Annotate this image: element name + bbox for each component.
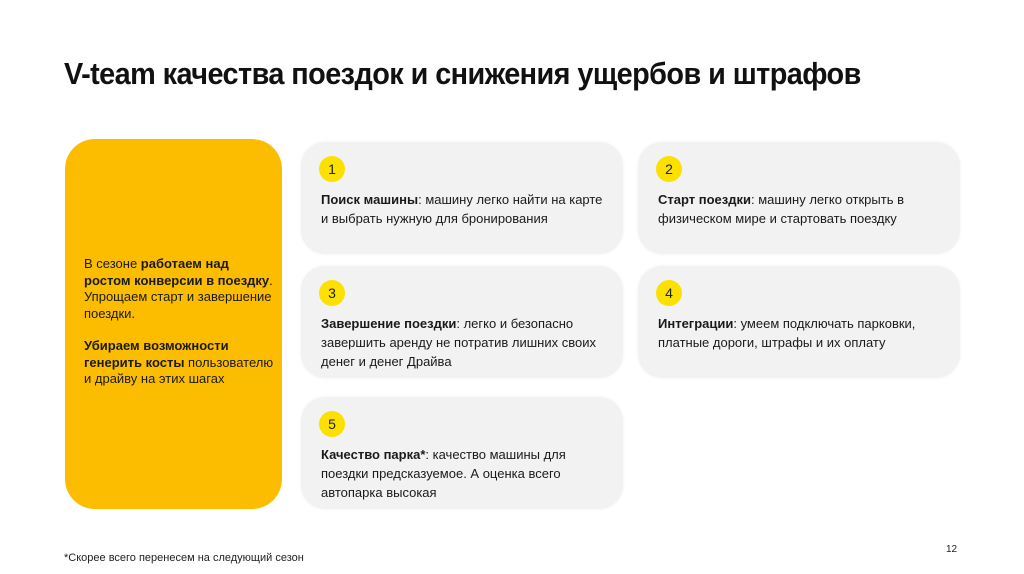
summary-paragraph-2: Убираем возможности генерить косты польз… xyxy=(84,338,274,388)
step-description: Поиск машины: машину легко найти на карт… xyxy=(321,190,609,228)
step-number-badge: 1 xyxy=(319,156,345,182)
step-heading: Интеграции xyxy=(658,316,734,331)
summary-paragraph-1: В сезоне работаем над ростом конверсии в… xyxy=(84,256,274,322)
summary-text-bold: работаем над ростом конверсии в поездку xyxy=(84,256,270,288)
summary-text-plain: В сезоне xyxy=(84,256,141,271)
step-card-integrations: 4 Интеграции: умеем подключать парковки,… xyxy=(638,266,960,378)
step-heading: Качество парка* xyxy=(321,447,426,462)
step-text: : качество машины для поездки предсказуе… xyxy=(321,447,566,500)
summary-text: В сезоне работаем над ростом конверсии в… xyxy=(84,256,274,388)
step-card-trip-start: 2 Старт поездки: машину легко открыть в … xyxy=(638,142,960,254)
slide-title: V-team качества поездок и снижения ущерб… xyxy=(64,55,861,91)
page-number: 12 xyxy=(946,544,958,555)
step-heading: Завершение поездки xyxy=(321,316,457,331)
summary-panel: В сезоне работаем над ростом конверсии в… xyxy=(65,139,282,509)
step-text: : машину легко найти на карте и выбрать … xyxy=(321,192,603,226)
step-description: Завершение поездки: легко и безопасно за… xyxy=(321,314,609,371)
step-number-badge: 4 xyxy=(656,280,682,306)
summary-text-plain: . Упрощаем старт и завершение поездки. xyxy=(84,272,273,321)
step-card-fleet-quality: 5 Качество парка*: качество машины для п… xyxy=(301,397,623,509)
step-text: : легко и безопасно завершить аренду не … xyxy=(321,316,596,369)
step-text: : машину легко открыть в физическом мире… xyxy=(658,192,904,226)
step-card-car-search: 1 Поиск машины: машину легко найти на ка… xyxy=(301,142,623,254)
step-number-badge: 5 xyxy=(319,411,345,437)
step-description: Интеграции: умеем подключать парковки, п… xyxy=(658,314,946,352)
footnote: *Скорее всего перенесем на следующий сез… xyxy=(64,552,304,564)
step-card-trip-end: 3 Завершение поездки: легко и безопасно … xyxy=(301,266,623,378)
step-heading: Поиск машины xyxy=(321,192,419,207)
summary-text-bold: Убираем возможности генерить косты xyxy=(84,338,229,370)
step-heading: Старт поездки xyxy=(658,192,751,207)
step-number-badge: 3 xyxy=(319,280,345,306)
summary-text-plain: пользователю и драйву на этих шагах xyxy=(84,354,274,387)
step-description: Качество парка*: качество машины для пое… xyxy=(321,445,609,502)
step-number-badge: 2 xyxy=(656,156,682,182)
step-description: Старт поездки: машину легко открыть в фи… xyxy=(658,190,946,228)
step-text: : умеем подключать парковки, платные дор… xyxy=(658,316,916,350)
